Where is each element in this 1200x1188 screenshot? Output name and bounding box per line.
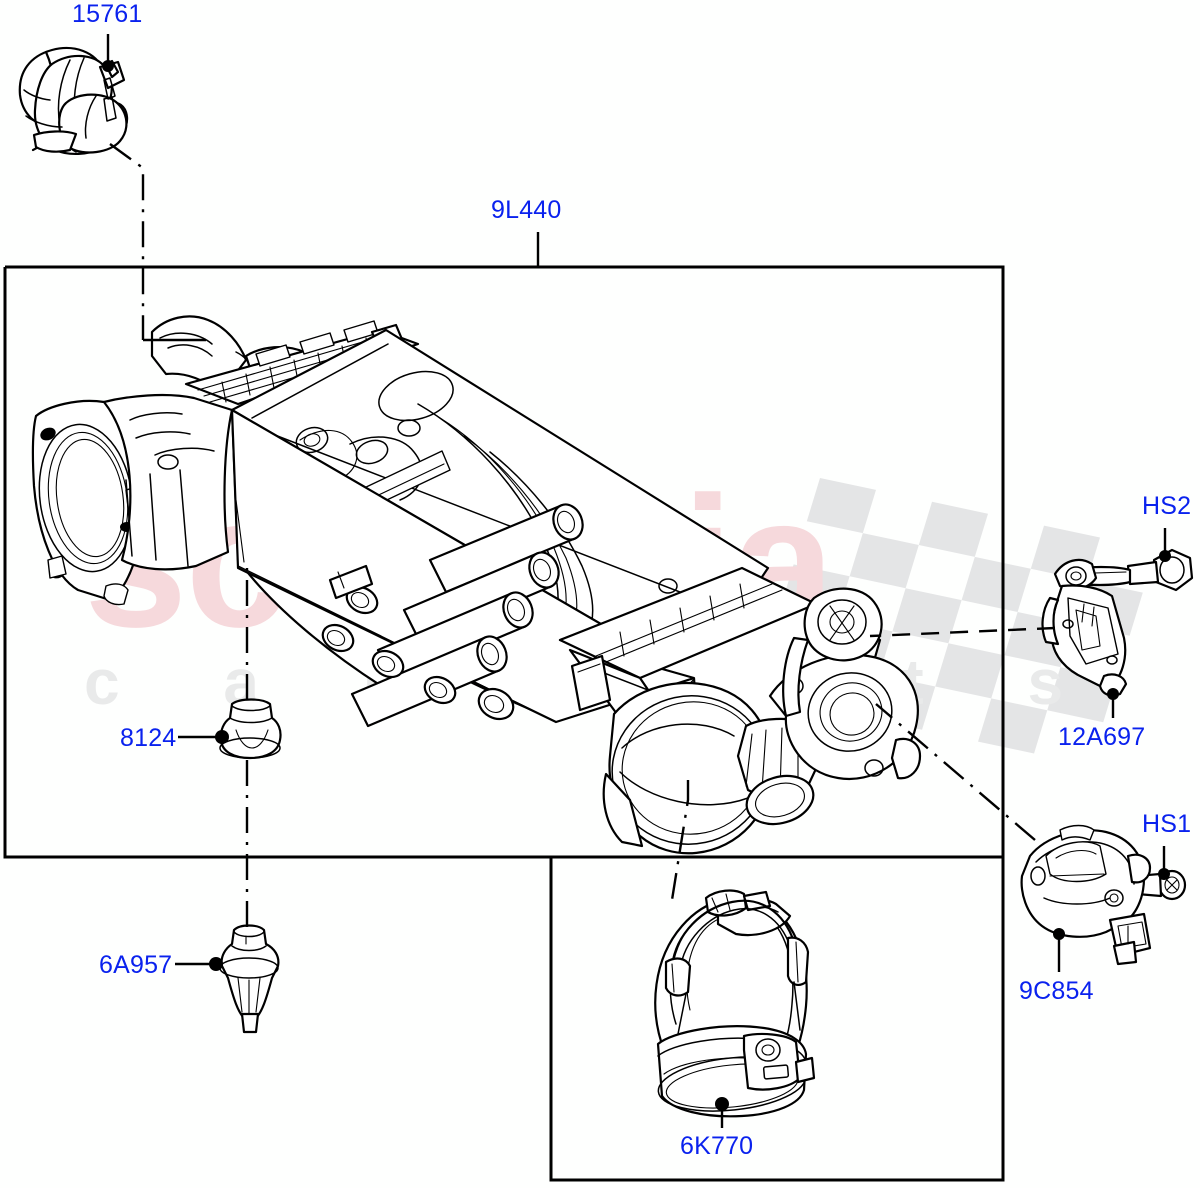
inlet-hose-frame (549, 857, 1005, 1182)
part-6K770-air-inlet-hose (654, 889, 816, 1118)
callout-label-HS1[interactable]: HS1 (1142, 810, 1192, 838)
callout-label-6A957[interactable]: 6A957 (99, 951, 173, 979)
callout-label-HS2[interactable]: HS2 (1142, 492, 1192, 520)
callout-label-6K770[interactable]: 6K770 (680, 1132, 754, 1160)
callout-label-9C854[interactable]: 9C854 (1019, 977, 1094, 1005)
part-15761-air-charge-temperature-sensor (18, 46, 129, 155)
throttle-body (602, 681, 773, 855)
callout-label-8124[interactable]: 8124 (120, 724, 177, 752)
main-assembly-frame (3, 265, 1005, 859)
callout-label-15761[interactable]: 15761 (72, 0, 143, 28)
callout-label-9L440[interactable]: 9L440 (491, 196, 562, 224)
part-12A697-map-sensor (1041, 558, 1128, 697)
injector-ports (321, 503, 584, 728)
part-9C854-bypass-valve-actuator (1020, 824, 1152, 966)
callout-label-12A697[interactable]: 12A697 (1058, 723, 1146, 751)
part-9L440-supercharger-assembly (31, 315, 922, 855)
leader-lines (102, 34, 1171, 1128)
